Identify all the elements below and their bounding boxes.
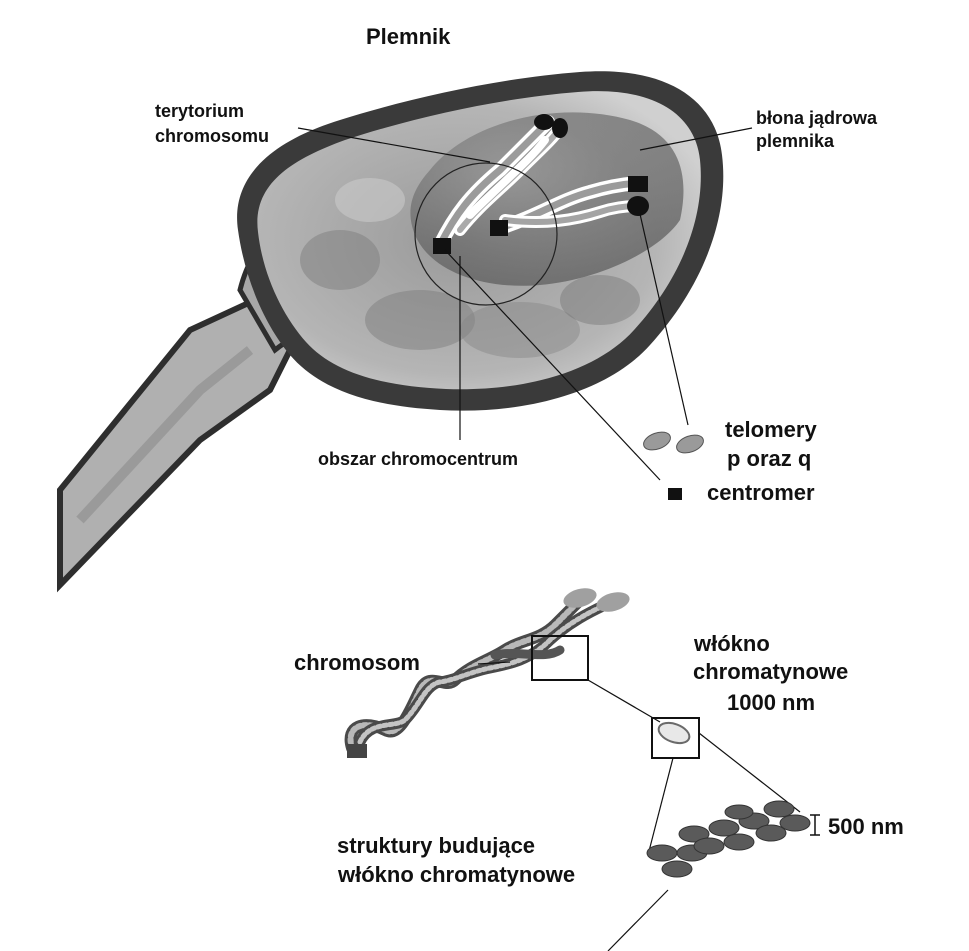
- centromere-marker: [433, 238, 451, 254]
- zoom-connector-1: [587, 679, 661, 723]
- label-chromocenter: obszar chromocentrum: [318, 449, 518, 469]
- label-centromere: centromer: [707, 480, 815, 505]
- leader-chromosome-territory: [297, 127, 491, 163]
- texture-blob: [335, 178, 405, 222]
- legend-telomere-icon: [676, 434, 704, 454]
- zoom-box-chromosome: [531, 635, 589, 681]
- tail-texture: [76, 346, 254, 524]
- legend-telomere-icon: [643, 431, 671, 451]
- nucleosome: [763, 800, 795, 818]
- nucleosome: [693, 837, 725, 855]
- leader-centromere: [444, 249, 661, 481]
- sperm-cell: [57, 71, 724, 593]
- label-chromosome-territory-line2: chromosomu: [155, 126, 269, 146]
- label-chromosome-territory-line1: terytorium: [155, 101, 244, 121]
- nucleosome: [755, 824, 787, 842]
- chromocenter-circle: [414, 162, 558, 306]
- centromere-marker: [490, 220, 508, 236]
- legend-centromere-icon: [668, 488, 682, 500]
- chromosome-telomere: [563, 588, 597, 608]
- chromosome-telomere: [596, 592, 630, 612]
- label-telomeres-line1: telomery: [725, 417, 817, 442]
- centromere-marker: [628, 176, 648, 192]
- leader-nuclear-envelope: [639, 127, 753, 151]
- fiber-segment: [657, 721, 691, 745]
- zoom-connector-3: [647, 757, 674, 856]
- leader-structures: [607, 889, 669, 951]
- label-chromatin-fiber-line1: włókno: [693, 631, 770, 656]
- diagram-title: Plemnik: [366, 24, 451, 49]
- sperm-tail: [57, 296, 304, 593]
- nucleosome: [708, 819, 740, 837]
- texture-blob: [365, 290, 475, 350]
- label-nuclear-envelope-line2: plemnika: [756, 131, 835, 151]
- nucleosome: [646, 844, 678, 862]
- texture-blob: [300, 230, 380, 290]
- nucleosome: [724, 804, 754, 820]
- nucleosome: [779, 814, 811, 832]
- sperm-nucleus-shade: [410, 112, 684, 286]
- telomere-marker: [534, 114, 554, 130]
- nucleosome: [678, 825, 710, 843]
- leader-chromosome: [477, 661, 511, 665]
- zoom-connector-2: [698, 732, 801, 813]
- chromosome-strands: [433, 115, 645, 252]
- label-nuclear-envelope-line1: błona jądrowa: [756, 108, 878, 128]
- nucleosome: [723, 833, 755, 851]
- nucleosome: [661, 860, 693, 878]
- label-telomeres-line2: p oraz q: [727, 446, 811, 471]
- label-chromatin-fiber-line3: 1000 nm: [727, 690, 815, 715]
- label-chromatin-fiber-line2: chromatynowe: [693, 659, 848, 684]
- texture-blob: [560, 275, 640, 325]
- telomere-marker: [627, 196, 649, 216]
- label-structures-line2: włókno chromatynowe: [337, 862, 575, 887]
- leader-telomeres: [639, 213, 689, 426]
- scale-bracket: [810, 814, 820, 836]
- zoom-box-fiber: [651, 717, 700, 759]
- label-scale-500nm: 500 nm: [828, 814, 904, 839]
- chromosome-centromere: [347, 744, 367, 758]
- telomere-marker: [552, 118, 568, 138]
- label-chromosome: chromosom: [294, 650, 420, 675]
- chromosome-drawing: [344, 594, 611, 754]
- label-structures-line1: struktury budujące: [337, 833, 535, 858]
- nucleosome-array: [646, 800, 811, 878]
